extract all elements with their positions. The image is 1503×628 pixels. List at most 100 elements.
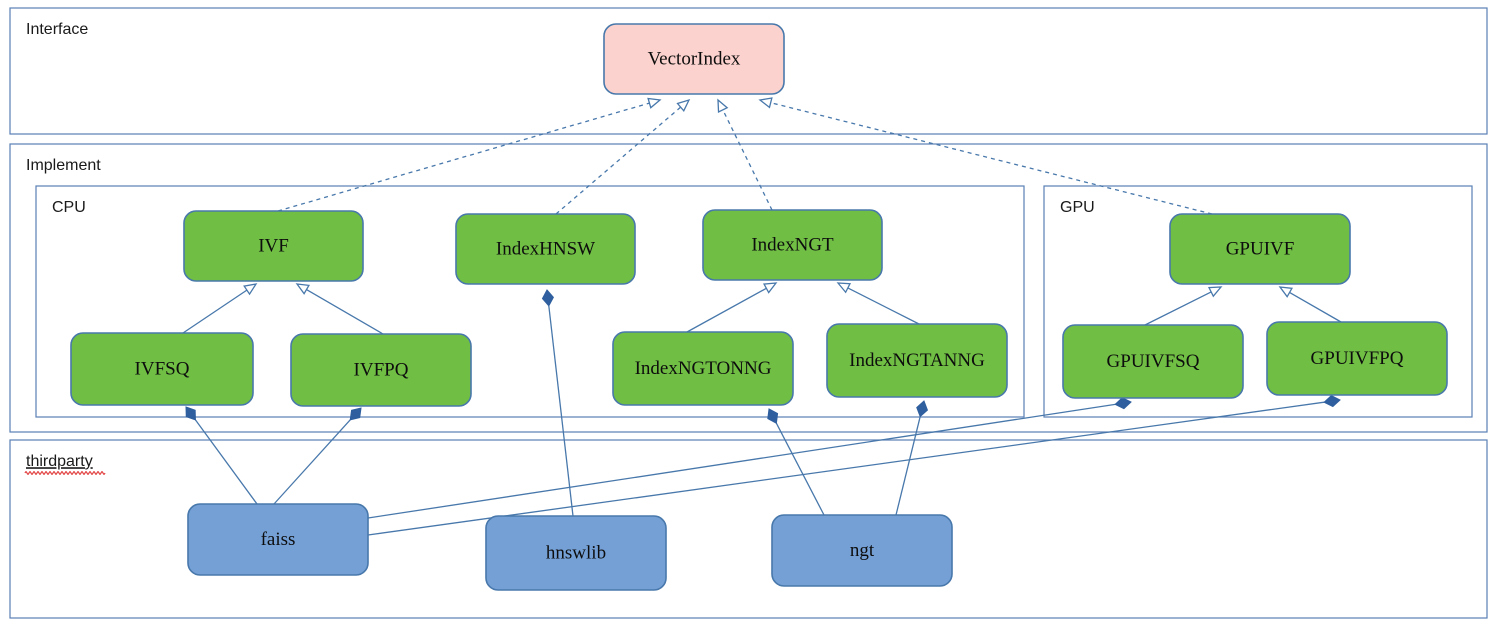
- node-label-ivf: IVF: [258, 235, 289, 256]
- node-rect-ivf[interactable]: [183, 210, 364, 282]
- node-label-indexhnsw: IndexHNSW: [496, 238, 595, 259]
- edge-line: [277, 102, 650, 212]
- edge-gpuivfsq-gpuivf: [1144, 286, 1223, 326]
- edge-line: [847, 287, 920, 325]
- edge-faiss-ivfsq: [185, 406, 258, 505]
- node-faiss[interactable]: faiss: [187, 503, 369, 576]
- container-label-implement: Implement: [26, 157, 101, 174]
- node-label-indexngt: IndexNGT: [751, 234, 834, 255]
- node-rect-hnswlib[interactable]: [485, 515, 667, 591]
- node-hnswlib[interactable]: hnswlib: [485, 515, 667, 591]
- node-label-gpuivfpq: GPUIVFPQ: [1311, 348, 1404, 369]
- edges-layer: [182, 97, 1342, 536]
- edge-line: [367, 401, 1325, 536]
- composition-diamond-icon: [541, 289, 554, 307]
- node-label-indexngtanng: IndexNGTANNG: [849, 350, 985, 371]
- arrowhead-triangle-icon: [717, 98, 729, 114]
- node-ivf[interactable]: IVF: [183, 210, 364, 282]
- node-label-ngt: ngt: [850, 540, 875, 561]
- edge-faiss-gpuivfsq: [367, 397, 1132, 519]
- edge-line: [367, 403, 1116, 519]
- edge-ngt-indexngtanng: [895, 400, 929, 516]
- edge-indexngtonng-indexngt: [686, 282, 778, 333]
- edge-line: [770, 102, 1213, 215]
- edge-ngt-indexngtonng: [767, 408, 825, 516]
- node-indexngt[interactable]: IndexNGT: [702, 209, 883, 281]
- edge-line: [555, 106, 682, 215]
- container-label-gpu: GPU: [1060, 199, 1095, 216]
- composition-diamond-icon: [349, 407, 362, 421]
- edge-line: [1144, 291, 1212, 326]
- composition-diamond-icon: [185, 406, 196, 421]
- edge-gpuivfpq-gpuivf: [1278, 286, 1342, 323]
- edge-gpuivf-vectorindex: [758, 97, 1213, 215]
- arrowhead-triangle-icon: [676, 98, 691, 112]
- node-label-gpuivf: GPUIVF: [1226, 238, 1295, 259]
- edge-line: [895, 416, 921, 516]
- arrowhead-triangle-icon: [647, 97, 662, 109]
- node-vectorindex[interactable]: VectorIndex: [603, 23, 785, 95]
- edge-line: [306, 288, 384, 335]
- node-rect-gpuivfpq[interactable]: [1266, 321, 1448, 396]
- edge-indexngt-vectorindex: [717, 98, 773, 211]
- node-rect-indexngtanng[interactable]: [826, 323, 1008, 398]
- edge-faiss-gpuivfpq: [367, 395, 1341, 536]
- edge-line: [1289, 291, 1342, 323]
- node-rect-ivfpq[interactable]: [290, 333, 472, 407]
- node-label-vectorindex: VectorIndex: [648, 48, 741, 69]
- arrowhead-triangle-icon: [836, 282, 852, 294]
- node-ivfpq[interactable]: IVFPQ: [290, 333, 472, 407]
- node-label-gpuivfsq: GPUIVFSQ: [1107, 351, 1200, 372]
- edge-line: [686, 287, 767, 333]
- composition-diamond-icon: [767, 408, 779, 424]
- node-gpuivf[interactable]: GPUIVF: [1169, 213, 1351, 285]
- edge-hnswlib-indexhnsw: [541, 289, 574, 517]
- node-ivfsq[interactable]: IVFSQ: [70, 332, 254, 406]
- arrowhead-triangle-icon: [1278, 286, 1293, 298]
- node-gpuivfsq[interactable]: GPUIVFSQ: [1062, 324, 1244, 399]
- edge-line: [273, 419, 351, 505]
- arrowhead-triangle-icon: [295, 283, 310, 295]
- edge-line: [548, 305, 574, 517]
- node-label-indexngtonng: IndexNGTONNG: [635, 358, 772, 379]
- node-rect-indexhnsw[interactable]: [455, 213, 636, 285]
- container-label-cpu: CPU: [52, 199, 86, 216]
- edge-ivfpq-ivf: [295, 283, 384, 335]
- edge-indexngtanng-indexngt: [836, 282, 920, 325]
- node-indexhnsw[interactable]: IndexHNSW: [455, 213, 636, 285]
- edge-ivf-vectorindex: [277, 97, 662, 212]
- edge-line: [722, 109, 773, 211]
- node-indexngtonng[interactable]: IndexNGTONNG: [612, 331, 794, 406]
- arrowhead-triangle-icon: [1207, 286, 1223, 298]
- node-ngt[interactable]: ngt: [771, 514, 953, 587]
- node-rect-indexngtonng[interactable]: [612, 331, 794, 406]
- node-label-ivfsq: IVFSQ: [135, 358, 190, 379]
- edge-line: [775, 422, 825, 516]
- node-rect-faiss[interactable]: [187, 503, 369, 576]
- node-rect-vectorindex[interactable]: [603, 23, 785, 95]
- container-label-interface: Interface: [26, 21, 88, 38]
- edge-line: [194, 419, 258, 505]
- composition-diamond-icon: [1323, 395, 1341, 408]
- edge-line: [182, 289, 248, 334]
- arrowhead-triangle-icon: [243, 283, 258, 296]
- node-indexngtanng[interactable]: IndexNGTANNG: [826, 323, 1008, 398]
- composition-diamond-icon: [916, 400, 929, 418]
- node-label-ivfpq: IVFPQ: [354, 359, 409, 380]
- node-gpuivfpq[interactable]: GPUIVFPQ: [1266, 321, 1448, 396]
- arrowhead-triangle-icon: [763, 282, 778, 294]
- container-label-thirdparty: thirdparty: [26, 453, 93, 470]
- arrowhead-triangle-icon: [758, 97, 773, 109]
- node-rect-ivfsq[interactable]: [70, 332, 254, 406]
- node-rect-gpuivf[interactable]: [1169, 213, 1351, 285]
- node-label-faiss: faiss: [261, 529, 296, 550]
- composition-diamond-icon: [1114, 397, 1132, 410]
- node-rect-indexngt[interactable]: [702, 209, 883, 281]
- node-rect-gpuivfsq[interactable]: [1062, 324, 1244, 399]
- edge-indexhnsw-vectorindex: [555, 98, 691, 215]
- edge-faiss-ivfpq: [273, 407, 362, 505]
- node-rect-ngt[interactable]: [771, 514, 953, 587]
